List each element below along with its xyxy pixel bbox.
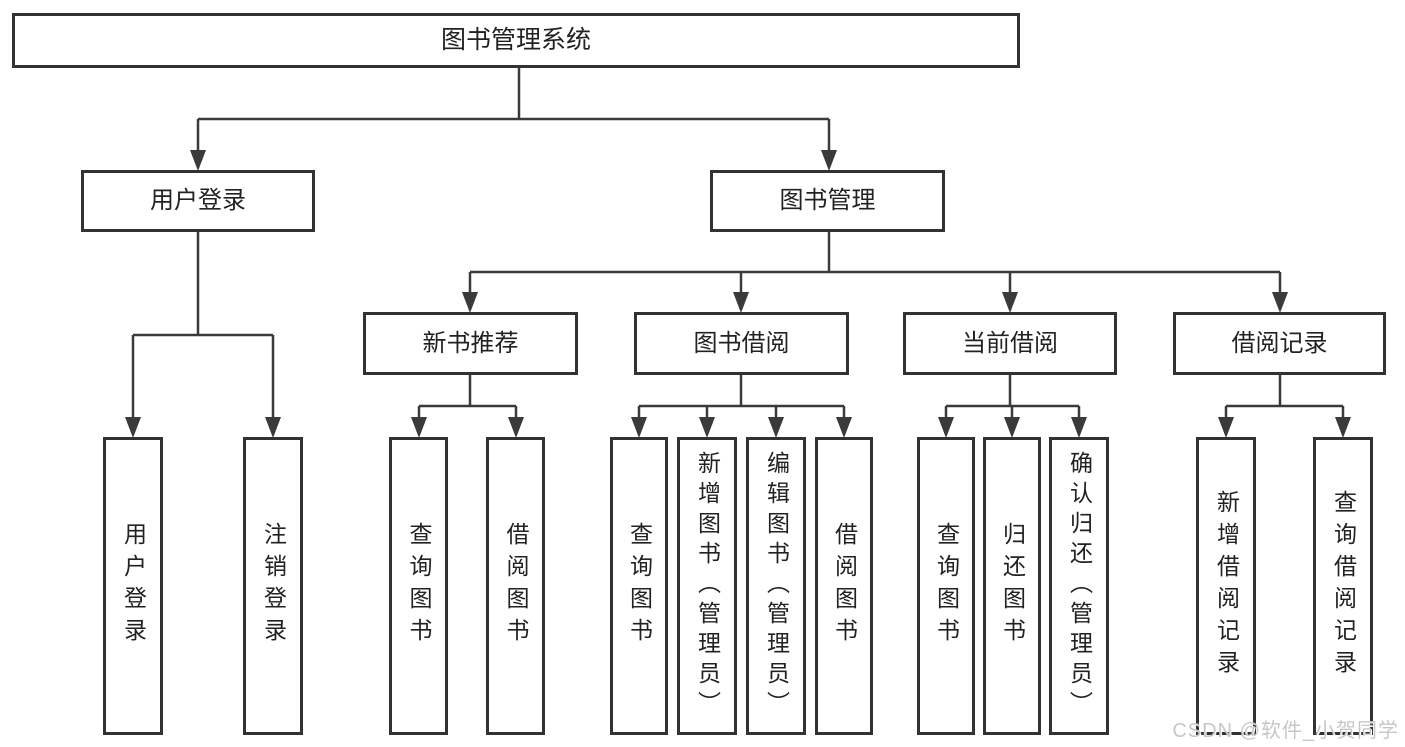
leaf-query-borrow-record: 查询借阅记录 (1313, 437, 1373, 735)
node-user-login: 用户登录 (81, 170, 315, 232)
leaf-logout: 注销登录 (243, 437, 303, 735)
connector-lines (131, 68, 1345, 419)
node-new-book-recommendation: 新书推荐 (363, 312, 578, 375)
leaf-user-login: 用户登录 (103, 437, 163, 735)
node-current-borrowing: 当前借阅 (903, 312, 1117, 375)
node-borrowing-records: 借阅记录 (1173, 312, 1386, 375)
leaf-return-books: 归还图书 (983, 437, 1041, 735)
leaf-borrow-books: 借阅图书 (815, 437, 873, 735)
leaf-add-borrow-record: 新增借阅记录 (1196, 437, 1256, 735)
arrowheads (125, 150, 1351, 438)
node-book-borrowing: 图书借阅 (634, 312, 849, 375)
leaf-borrow-books-recommend: 借阅图书 (486, 437, 545, 735)
leaf-query-books-current: 查询图书 (917, 437, 975, 735)
leaf-query-books-borrow: 查询图书 (610, 437, 668, 735)
node-book-management: 图书管理 (710, 170, 945, 232)
csdn-watermark: CSDN @软件_小贺同学 (1172, 720, 1399, 742)
leaf-query-books-recommend: 查询图书 (389, 437, 448, 735)
leaf-add-books-admin: 新增图书（管理员） (677, 437, 737, 735)
leaf-confirm-return-admin: 确认归还（管理员） (1049, 437, 1109, 735)
node-library-management-system: 图书管理系统 (12, 13, 1020, 68)
leaf-edit-books-admin: 编辑图书（管理员） (746, 437, 806, 735)
